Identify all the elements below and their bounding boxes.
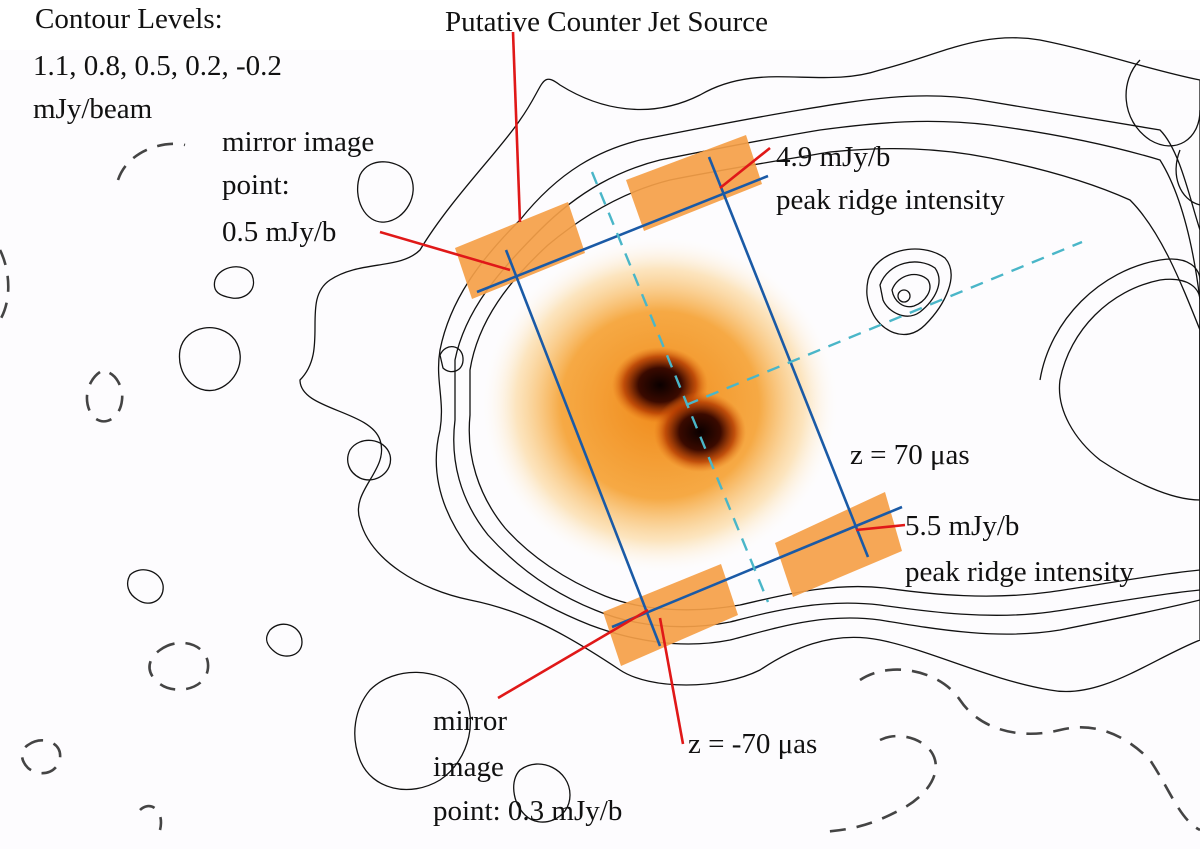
mirror-top-label-line3: 0.5 mJy/b — [222, 216, 336, 248]
box-peak-top — [626, 135, 762, 231]
leader-putative — [511, 31, 522, 223]
leader-peak-bottom — [855, 523, 906, 532]
box-mirror-top — [455, 202, 585, 299]
contour-island-2 — [213, 266, 255, 299]
contour-peak-1 — [866, 248, 952, 336]
contour-island-3 — [178, 327, 241, 392]
contour-island-4 — [127, 569, 164, 604]
neg-contour-4 — [20, 739, 62, 775]
leader-mirror-top — [379, 230, 511, 272]
peak-bottom-label-line2: peak ridge intensity — [905, 556, 1134, 588]
contour-top-right — [1125, 59, 1200, 147]
contour-outer — [299, 37, 1200, 693]
dashed-cross-axis — [685, 240, 1083, 407]
emission-core-south — [654, 392, 746, 472]
left-jet-line — [504, 249, 662, 647]
contour-ring-right-2 — [1039, 258, 1200, 381]
z-positive-label: z = 70 μas — [850, 439, 970, 471]
contour-peak-2 — [879, 261, 940, 317]
leader-mirror-bottom — [497, 608, 649, 700]
mirror-top-label-line2: point: — [222, 169, 290, 201]
contour-peak-4 — [897, 289, 911, 303]
neg-contour-5 — [0, 249, 10, 321]
dashed-jet-axis — [590, 171, 770, 603]
mirror-bottom-label-line2: image — [433, 751, 504, 783]
neg-contour-3 — [148, 641, 210, 691]
neg-contour-6 — [859, 668, 1200, 832]
negative-contours — [0, 142, 1200, 834]
leader-z-neg — [658, 617, 685, 745]
mirror-bottom-label-line1: mirror — [433, 705, 507, 737]
contour-levels-units: mJy/beam — [33, 93, 153, 125]
contour-island-9 — [347, 439, 392, 481]
peak-top-label-line1: 4.9 mJy/b — [776, 141, 890, 173]
mirror-top-label-line1: mirror image — [222, 126, 374, 158]
contour-top-right-2 — [1175, 149, 1200, 206]
neg-contour-1 — [116, 142, 186, 181]
slit-boxes — [455, 135, 902, 666]
contour-island-8 — [513, 763, 571, 823]
leader-lines — [379, 31, 906, 745]
peak-top-label-line2: peak ridge intensity — [776, 184, 1005, 216]
mirror-bottom-label-line3: point: 0.3 mJy/b — [433, 795, 622, 827]
contour-2 — [435, 95, 1200, 645]
annotations: Contour Levels: 1.1, 0.8, 0.5, 0.2, -0.2… — [33, 3, 1134, 827]
contour-island-5 — [265, 623, 303, 657]
contour-levels-title: Contour Levels: — [35, 3, 223, 35]
contour-island-7 — [354, 671, 472, 791]
z-negative-label: z = -70 μas — [688, 728, 817, 760]
neg-contour-8 — [139, 804, 163, 831]
dashed-axes — [590, 171, 1083, 603]
contour-peak-3 — [891, 273, 931, 308]
axis-lines — [476, 156, 903, 647]
contour-island-6 — [439, 346, 464, 373]
contour-island-1 — [356, 161, 414, 223]
emission-image — [480, 235, 840, 575]
contour-ring-right — [1058, 278, 1200, 501]
neg-contour-7 — [819, 734, 938, 834]
contour-levels-values: 1.1, 0.8, 0.5, 0.2, -0.2 — [33, 50, 282, 82]
peak-bottom-label-line1: 5.5 mJy/b — [905, 510, 1019, 542]
leader-peak-top — [719, 146, 771, 190]
right-jet-line — [707, 156, 870, 558]
neg-contour-2 — [85, 370, 124, 423]
bottom-cross-line — [611, 505, 903, 629]
top-cross-line — [476, 174, 769, 294]
box-peak-bottom — [775, 492, 902, 597]
putative-counter-jet-label: Putative Counter Jet Source — [445, 6, 768, 38]
